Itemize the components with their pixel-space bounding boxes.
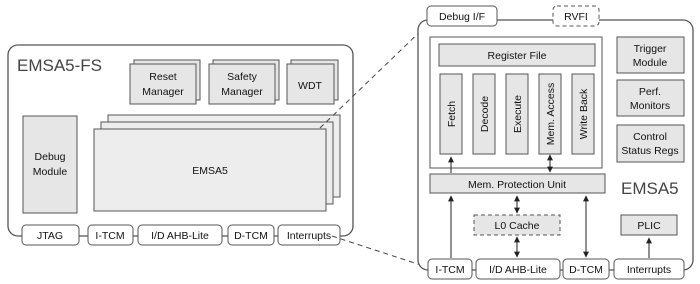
reset-manager-line1: Reset [149, 71, 177, 83]
left-port-dtcm-label: D-TCM [234, 230, 268, 242]
right-port-itcm-label: I-TCM [435, 264, 464, 276]
safety-manager-line1: Safety [227, 71, 258, 83]
stage-write-back [571, 73, 595, 155]
emsa5-block: EMSA5 Debug I/F RVFI Register File Fetch… [417, 5, 694, 280]
left-port-jtag-label: JTAG [37, 230, 63, 242]
left-port-ahb [137, 224, 223, 246]
l0-cache-label: L0 Cache [495, 220, 540, 232]
reset-manager-line2: Manager [142, 86, 184, 98]
trigger-module-line1: Trigger [634, 43, 667, 55]
register-file-label: Register File [488, 50, 547, 62]
right-port-interrupts [613, 258, 685, 280]
left-port-jtag [21, 224, 80, 246]
right-port-ahb-label: I/D AHB-Lite [489, 264, 547, 276]
left-port-itcm [87, 224, 134, 246]
stage-mem-access-label: Mem. Access [545, 83, 557, 145]
stage-fetch-label: Fetch [446, 101, 458, 127]
debug-module-line2: Module [33, 166, 68, 178]
pipeline-stages: Fetch Decode Execute Mem. Access Write B… [439, 73, 595, 155]
perf-monitors-line2: Monitors [630, 100, 670, 112]
mem-protection-unit-label: Mem. Protection Unit [468, 179, 566, 191]
stage-fetch [439, 73, 463, 155]
right-port-dtcm-label: D-TCM [569, 264, 603, 276]
emsa5-title: EMSA5 [621, 179, 679, 198]
left-ports: JTAG I-TCM I/D AHB-Lite D-TCM Interrupts [21, 224, 341, 246]
perf-monitors [616, 79, 685, 117]
wdt-label: WDT [298, 80, 322, 92]
control-status-line1: Control [633, 131, 667, 143]
rvfi-port [552, 5, 600, 27]
zoom-leader-top [319, 21, 431, 129]
safety-manager: Safety Manager [208, 59, 280, 105]
debug-module-line1: Debug [35, 151, 66, 163]
debug-if-label: Debug I/F [439, 11, 485, 23]
reset-manager: Reset Manager [129, 59, 201, 105]
debug-if-port [426, 5, 498, 27]
l0-cache [473, 214, 561, 236]
left-port-itcm-label: I-TCM [95, 230, 124, 242]
stage-decode [472, 73, 496, 155]
emsa5-core-stack: EMSA5 [93, 114, 341, 212]
connections [448, 154, 652, 258]
safety-manager-line2: Manager [221, 86, 263, 98]
register-file [438, 43, 596, 67]
stage-decode-label: Decode [479, 96, 491, 132]
plic [620, 214, 678, 236]
left-port-ahb-label: I/D AHB-Lite [151, 230, 209, 242]
debug-module: Debug Module [22, 115, 78, 214]
rvfi-label: RVFI [564, 11, 588, 23]
right-port-interrupts-label: Interrupts [627, 264, 671, 276]
emsa5-fs-block: EMSA5-FS Reset Manager Safety Manager WD… [7, 44, 354, 246]
right-port-ahb [475, 258, 561, 280]
mem-protection-unit [429, 173, 606, 194]
zoom-leader-bottom [331, 235, 431, 269]
emsa5-fs-title: EMSA5-FS [17, 56, 102, 75]
trigger-module-line2: Module [633, 57, 668, 69]
stage-mem-access [538, 73, 562, 155]
right-port-dtcm [562, 258, 610, 280]
plic-label: PLIC [637, 220, 661, 232]
right-ports: I-TCM I/D AHB-Lite D-TCM Interrupts [427, 258, 685, 280]
left-port-interrupts [277, 224, 341, 246]
emsa5-core-label: EMSA5 [192, 165, 228, 177]
control-status-line2: Status Regs [621, 145, 678, 157]
stage-execute [505, 73, 529, 155]
stage-execute-label: Execute [512, 95, 524, 133]
wdt: WDT [286, 59, 339, 105]
left-port-dtcm [227, 224, 275, 246]
stage-write-back-label: Write Back [578, 88, 590, 139]
control-status-regs [616, 124, 685, 163]
right-port-itcm [427, 258, 473, 280]
left-port-interrupts-label: Interrupts [287, 230, 331, 242]
trigger-module [616, 36, 685, 74]
perf-monitors-line1: Perf. [639, 86, 661, 98]
